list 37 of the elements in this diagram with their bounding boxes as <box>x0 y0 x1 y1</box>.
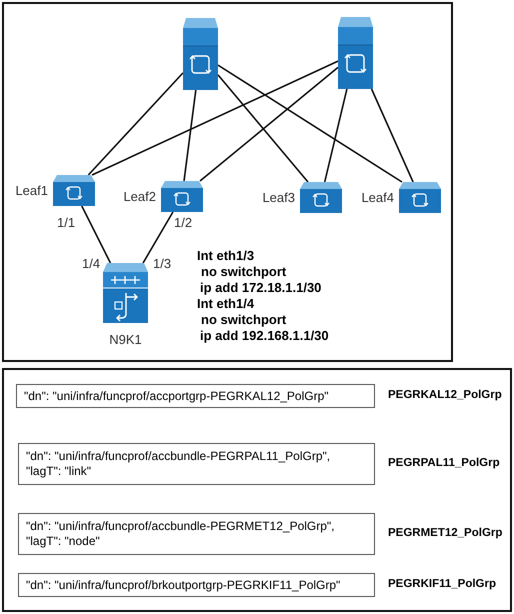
connection-line <box>218 64 402 183</box>
json-snippet-text: "dn": "uni/infra/funcprof/accbundle-PEGRPAL11_PolGrp", "lagT": "link" <box>26 449 332 479</box>
switch-name: Leaf4 <box>361 190 394 205</box>
config-line: ip add 172.18.1.1/30 <box>200 280 322 295</box>
config-line: Int eth1/4 <box>197 296 254 311</box>
json-snippet-box <box>18 513 375 555</box>
json-snippet-text: "dn": "uni/infra/funcprof/accbundle-PEGRMET12_PolGrp", "lagT": "node" <box>26 519 336 549</box>
port-number: 1/2 <box>174 215 192 230</box>
port-number: 1/1 <box>57 215 76 230</box>
policy-group-name: PEGRKIF11_PolGrp <box>388 577 496 592</box>
switch-name: N9K1 <box>109 332 142 347</box>
policy-group-name: PEGRPAL11_PolGrp <box>388 456 500 472</box>
switch-name: Leaf3 <box>262 190 295 205</box>
config-line: ip add 192.168.1.1/30 <box>200 328 329 343</box>
connection-line <box>92 60 338 176</box>
config-line: Int eth1/3 <box>197 248 254 263</box>
port-number: 1/4 <box>82 256 100 271</box>
connection-line <box>81 206 112 264</box>
switch-name: Leaf2 <box>123 189 156 204</box>
connection-line <box>183 90 197 182</box>
connection-line <box>88 72 184 176</box>
connection-line <box>324 88 348 182</box>
json-snippet-box <box>16 384 375 408</box>
switch-name: Leaf1 <box>15 183 48 198</box>
connection-line <box>200 66 338 182</box>
connection-line <box>217 74 309 183</box>
json-snippet-text: "dn": "uni/infra/funcprof/accportgrp-PEGRKAL12_PolGrp" <box>24 388 330 404</box>
json-snippet-box <box>18 443 375 485</box>
config-line: no switchport <box>201 264 286 279</box>
connection-line <box>142 212 174 264</box>
port-number: 1/3 <box>153 256 172 271</box>
policy-group-name: PEGRMET12_PolGrp <box>388 526 502 542</box>
json-snippet-box <box>18 573 375 597</box>
policy-group-name: PEGRKAL12_PolGrp <box>388 388 502 404</box>
json-snippet-text: "dn": "uni/infra/funcprof/brkoutportgrp-PEGRKIF11_PolGrp" <box>26 578 342 592</box>
connection-line <box>370 88 414 182</box>
config-line: no switchport <box>201 312 286 327</box>
